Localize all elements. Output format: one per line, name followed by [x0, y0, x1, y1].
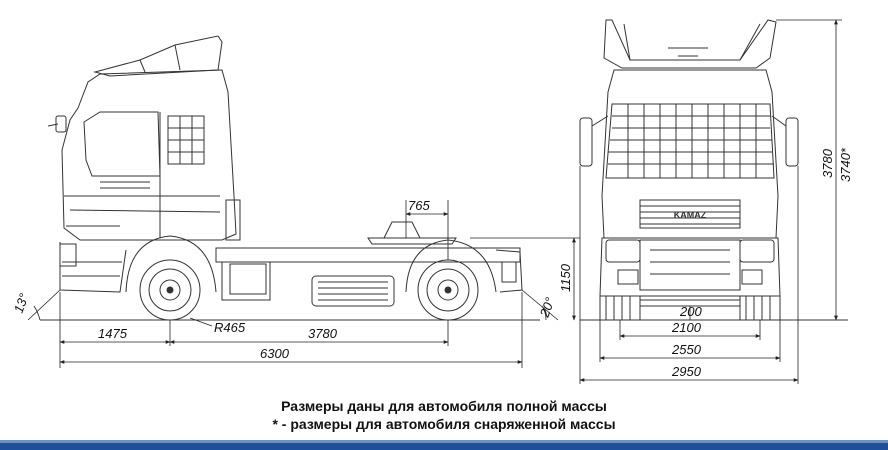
footer-bar [0, 440, 888, 450]
side-view-truck [47, 35, 523, 307]
dim-1150: 1150 [558, 263, 573, 292]
dim-height-3740: 3740* [838, 147, 853, 182]
caption-full-mass: Размеры даны для автомобиля полной массы [281, 398, 607, 414]
dim-departure-angle: 20° [536, 295, 557, 320]
dim-1475: 1475 [98, 326, 128, 341]
caption-curb-mass: * - размеры для автомобиля снаряженной м… [272, 416, 616, 432]
footer-bar-highlight [0, 440, 888, 443]
kamaz-badge: KAMAZ [674, 210, 707, 220]
dim-approach-angle: 13° [11, 291, 32, 315]
dim-r465: R465 [214, 320, 246, 335]
front-wheel [139, 259, 201, 321]
dim-track-2100: 2100 [671, 320, 702, 335]
dim-clearance-200: 200 [679, 304, 702, 319]
front-dimension-lines [579, 19, 842, 384]
dim-wheelbase-3780: 3780 [308, 326, 338, 341]
side-dimension-lines [27, 200, 580, 368]
dim-765: 765 [408, 198, 430, 213]
rear-wheel [417, 259, 479, 321]
dim-6300: 6300 [260, 346, 290, 361]
front-view-truck [579, 19, 799, 321]
dim-width-2950: 2950 [671, 364, 702, 379]
dim-height-3780: 3780 [820, 148, 835, 178]
dim-width-2550: 2550 [671, 342, 702, 357]
